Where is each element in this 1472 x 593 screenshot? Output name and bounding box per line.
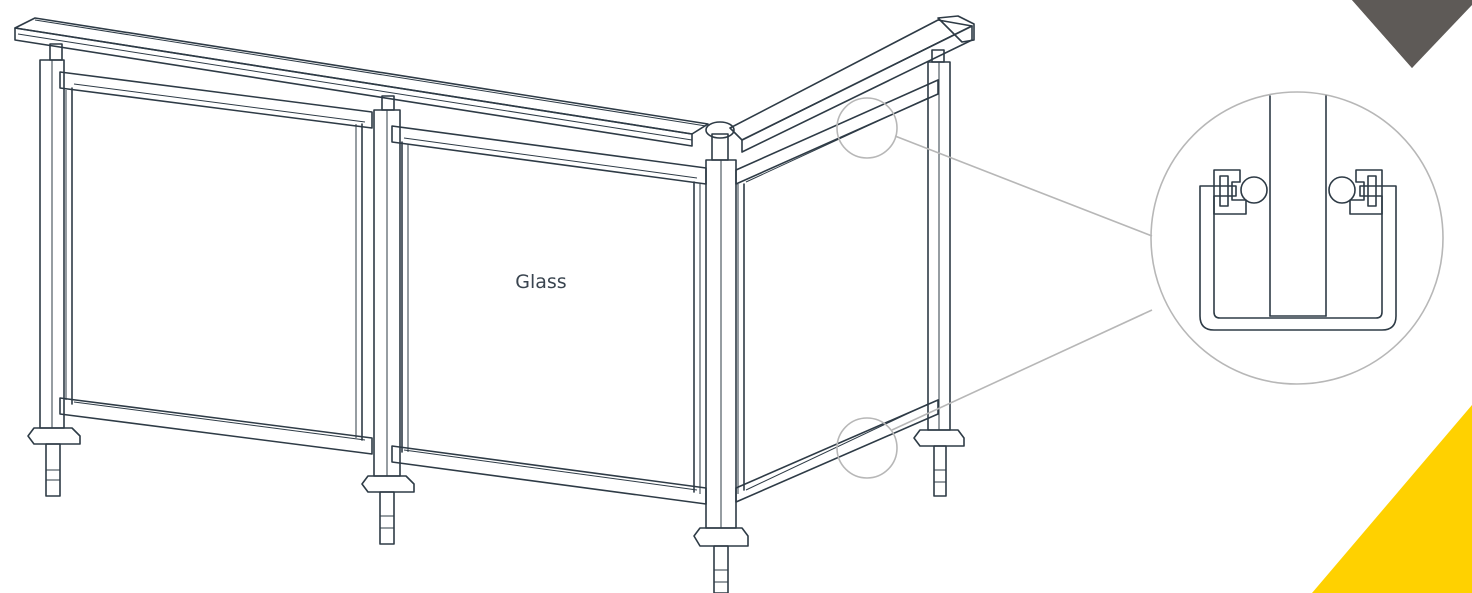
detail-magnifier	[1150, 91, 1444, 385]
detail-callout	[836, 91, 1444, 479]
leader-line-bottom	[891, 309, 1153, 431]
leader-line-top	[894, 135, 1153, 237]
bottom-callout-ring	[836, 417, 898, 479]
accent-triangle	[1312, 405, 1472, 593]
corner-texture-swatch-edge	[1352, 0, 1472, 68]
left-run	[14, 17, 749, 593]
profile-cross-section	[1199, 95, 1397, 331]
right-run	[729, 15, 975, 503]
glass-label: Glass	[515, 271, 566, 293]
top-callout-ring	[836, 97, 898, 159]
